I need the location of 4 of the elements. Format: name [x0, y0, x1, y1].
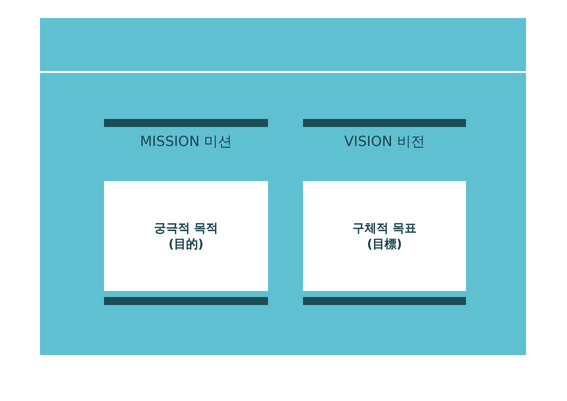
- body-text: 구체적 목표 (目標): [351, 220, 418, 252]
- body-text: 궁극적 목적 (目的): [152, 220, 220, 252]
- heading: MISSION 미션: [138, 134, 234, 151]
- heading: VISION 비전: [343, 134, 426, 151]
